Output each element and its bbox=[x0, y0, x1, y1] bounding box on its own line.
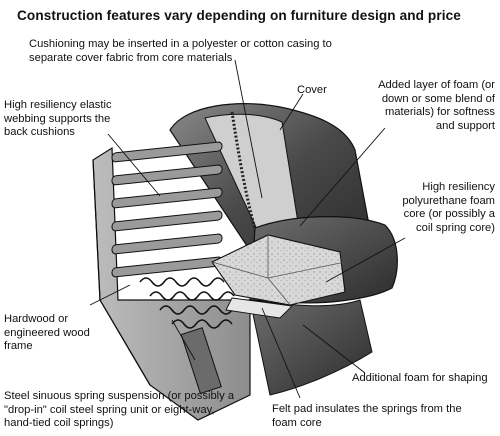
label-springs: Steel sinuous spring suspension (or poss… bbox=[4, 390, 235, 429]
leader-lines bbox=[89, 59, 406, 399]
label-shaping: Additional foam for shaping bbox=[352, 372, 488, 384]
label-added-foam: Added layer of foam (or down or some ble… bbox=[378, 79, 495, 132]
back-cushion-padding bbox=[204, 113, 301, 241]
elastic-webbing bbox=[111, 141, 223, 278]
label-felt: Felt pad insulates the springs from the … bbox=[272, 403, 462, 429]
label-frame: Hardwood or engineered wood frame bbox=[4, 313, 90, 352]
label-hr-foam: High resiliency polyurethane foam core (… bbox=[402, 181, 495, 234]
felt-pad bbox=[225, 297, 293, 319]
label-webbing: High resiliency elastic webbing supports… bbox=[4, 99, 112, 138]
sinuous-springs bbox=[139, 277, 235, 329]
diagram-title: Construction features vary depending on … bbox=[17, 8, 461, 23]
label-cushioning: Cushioning may be inserted in a polyeste… bbox=[29, 38, 332, 64]
label-cover: Cover bbox=[297, 84, 327, 96]
